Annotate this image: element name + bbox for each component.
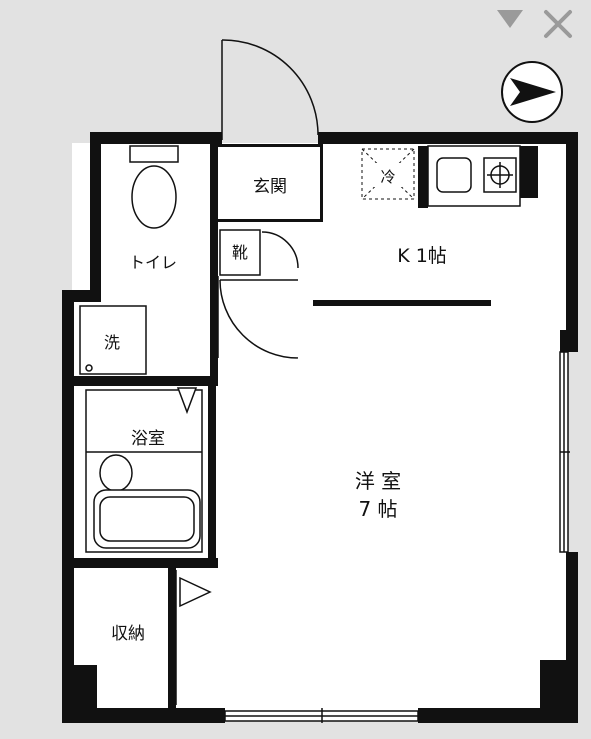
- washer-label: 洗: [104, 333, 120, 352]
- shoes-label: 靴: [232, 243, 248, 262]
- kitchen-label: K 1帖: [397, 245, 447, 267]
- interior-walls: [72, 144, 491, 714]
- western-room-size: 7 帖: [358, 497, 397, 521]
- storage-label: 収納: [111, 624, 145, 644]
- washer-space: [79, 305, 147, 375]
- bathtub: [85, 387, 203, 553]
- toilet-fixture: [129, 145, 179, 229]
- north-arrow-icon: [501, 61, 563, 123]
- triangle-down-icon[interactable]: [497, 10, 523, 28]
- close-icon[interactable]: [544, 10, 572, 38]
- entrance-label: 玄関: [253, 177, 287, 197]
- bath-label: 浴室: [131, 429, 165, 449]
- watermark: Gio Code: [235, 354, 358, 386]
- window-bottom: [224, 708, 419, 723]
- toilet-label: トイレ: [129, 253, 177, 272]
- shoe-closet-door: [217, 229, 299, 359]
- western-room-label: 洋 室: [355, 469, 401, 493]
- kitchen-counter: [427, 145, 521, 207]
- fridge-space: [361, 148, 415, 200]
- fridge-label: 冷: [380, 168, 395, 186]
- storage-door: [175, 570, 212, 705]
- window-right: [559, 351, 570, 553]
- entrance-door: [221, 39, 319, 140]
- outer-walls: [62, 132, 578, 723]
